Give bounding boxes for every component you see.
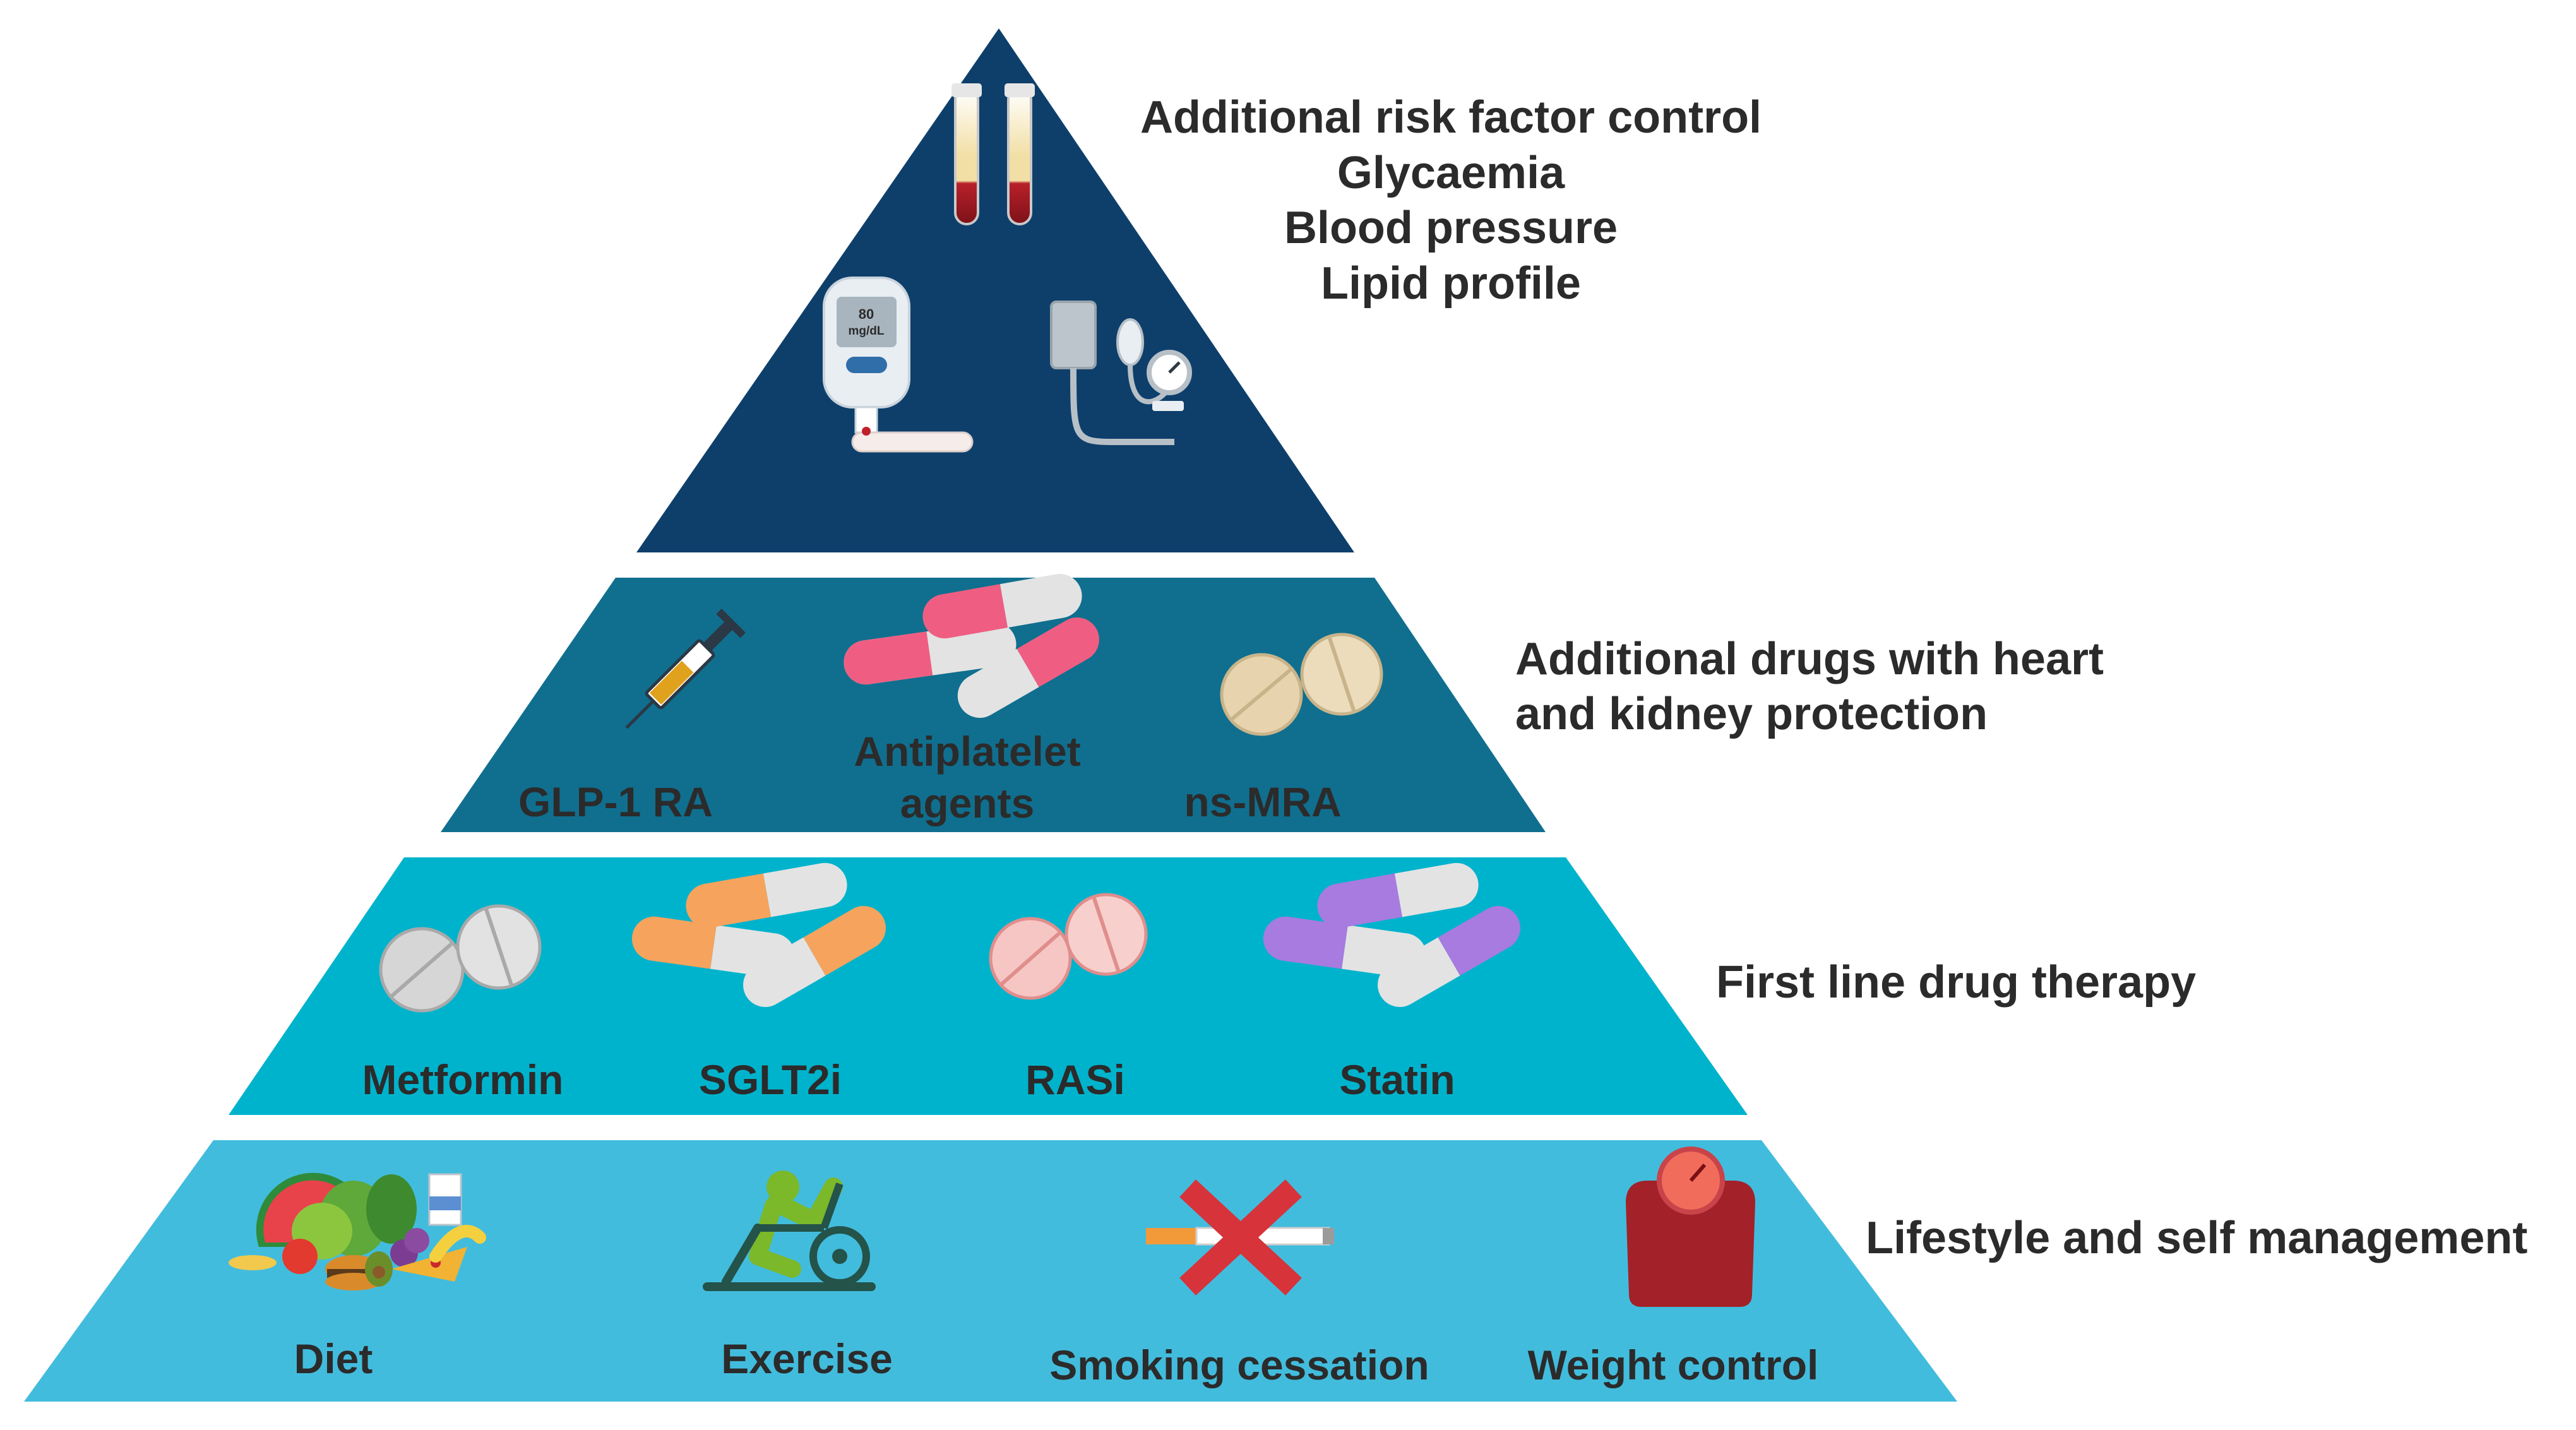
capsules-icon-sglt2i [631, 862, 886, 1007]
label-glp1-ra: GLP-1 RA [518, 778, 713, 825]
tablets-icon-second [1220, 633, 1383, 736]
glucometer-unit: mg/dL [849, 325, 885, 338]
capsules-icon-statin [1263, 862, 1520, 1007]
glucometer-icon: 80 mg/dL [823, 277, 974, 453]
syringe-icon [625, 608, 746, 729]
label-sglt2i: SGLT2i [699, 1056, 842, 1103]
tier-base [24, 1140, 1957, 1402]
label-antiplatelet-line2: agents [900, 780, 1035, 826]
blood-tubes-icon [951, 83, 1035, 225]
label-metformin: Metformin [362, 1056, 564, 1103]
side-top-line3: Blood pressure [1284, 203, 1618, 253]
label-exercise: Exercise [721, 1335, 893, 1382]
tablets-icon-metformin [379, 904, 542, 1013]
label-diet: Diet [294, 1335, 373, 1382]
side-second-line2: and kidney protection [1515, 689, 1988, 739]
label-ns-mra: ns-MRA [1184, 778, 1341, 825]
side-third-line1: First line drug therapy [1716, 957, 2196, 1008]
label-weight-control: Weight control [1528, 1342, 1819, 1388]
side-top-line1: Additional risk factor control [1140, 92, 1762, 143]
label-rasi: RASi [1025, 1056, 1125, 1103]
side-top-line4: Lipid profile [1321, 258, 1581, 309]
side-base-line1: Lifestyle and self management [1866, 1213, 2527, 1263]
side-top-line2: Glycaemia [1337, 148, 1565, 198]
exercise-bike-icon [703, 1171, 876, 1291]
no-smoking-icon [1146, 1179, 1334, 1296]
side-second-line1: Additional drugs with heart [1515, 634, 2104, 684]
food-icon [229, 1172, 486, 1290]
tablets-icon-rasi [989, 893, 1148, 1000]
blood-pressure-monitor-icon [1050, 301, 1192, 445]
tier-top [636, 28, 1354, 552]
label-antiplatelet-line1: Antiplatelet [854, 728, 1080, 775]
label-statin: Statin [1339, 1056, 1455, 1103]
label-smoking-cessation: Smoking cessation [1049, 1342, 1429, 1388]
capsules-icon-second [844, 574, 1099, 718]
scale-icon [1626, 1147, 1755, 1307]
glucometer-value: 80 [859, 306, 874, 322]
